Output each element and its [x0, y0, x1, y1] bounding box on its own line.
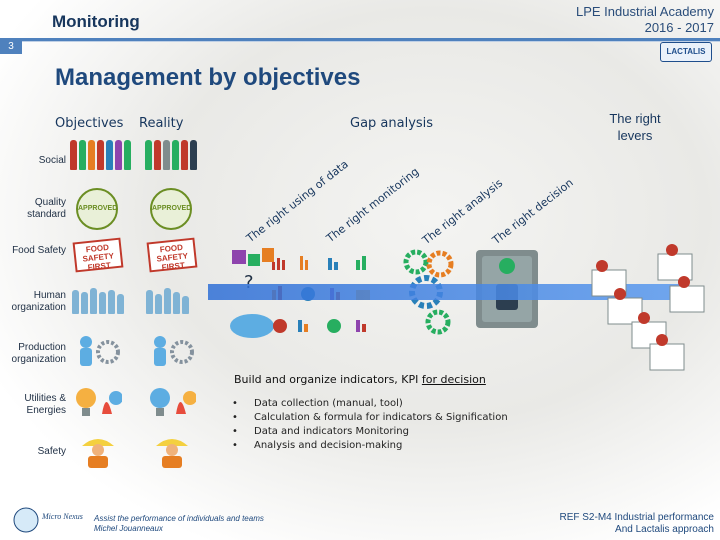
lightbulb-icon: [150, 388, 197, 416]
kpi-item: Data collection (manual, tool): [232, 397, 508, 411]
slide-number: 3: [0, 40, 22, 54]
row-label-human-org: Human organization: [11, 290, 66, 313]
kpi-item: Analysis and decision-making: [232, 439, 508, 453]
human-org-reality-image: [146, 288, 189, 314]
process-arrow: [208, 278, 698, 306]
svg-text:?: ?: [244, 272, 254, 293]
hardhat-worker-icon: [82, 439, 114, 468]
academy-header: LPE Industrial Academy 2016 - 2017: [576, 4, 714, 36]
section-title: Monitoring: [52, 12, 140, 31]
footer-credits: Assist the performance of individuals an…: [94, 514, 264, 534]
row-label-quality: Quality standard: [27, 197, 66, 220]
micro-nexus-logo-icon: Micro Nexus: [13, 507, 83, 533]
production-objectives-image: [72, 334, 122, 368]
safety-reality-image: [148, 434, 196, 468]
data-cloud-icon: ?: [230, 248, 274, 338]
reality-header: Reality: [139, 116, 184, 131]
header-rule: [0, 38, 720, 41]
human-org-objectives-image: [72, 288, 124, 314]
kpi-title-text: Build and organize indicators, KPI: [234, 373, 422, 386]
gap-analysis-header: Gap analysis: [350, 116, 434, 131]
production-reality-image: [146, 334, 196, 368]
svg-text:Micro Nexus: Micro Nexus: [41, 512, 83, 521]
right-levers-line2: levers: [617, 128, 653, 143]
food-safety-stamp-objectives: FOOD SAFETY FIRST: [72, 237, 124, 273]
kpi-item: Data and indicators Monitoring: [232, 425, 508, 439]
footer-reference: REF S2-M4 Industrial performance And Lac…: [559, 512, 714, 536]
row-label-production-org: Production organization: [11, 342, 66, 365]
social-reality-image: [145, 140, 197, 170]
safety-objectives-image: [74, 434, 122, 468]
row-label-food-safety: Food Safety: [12, 245, 66, 256]
academy-name: LPE Industrial Academy: [575, 4, 714, 19]
objectives-header: Objectives: [55, 116, 124, 131]
right-levers-header: The right levers: [590, 110, 680, 144]
header-rule-light: [0, 41, 720, 42]
right-levers-image: [588, 236, 708, 372]
row-label-safety: Safety: [37, 446, 66, 457]
worker-gear-icon: [80, 336, 120, 366]
utilities-reality-image: [146, 384, 197, 420]
social-objectives-image: [70, 140, 131, 170]
hardhat-worker-icon: [156, 439, 188, 468]
academy-years: 2016 - 2017: [644, 20, 714, 35]
page-title: Management by objectives: [55, 64, 361, 91]
footer-line2: Michel Jouanneaux: [94, 524, 163, 533]
row-label-utilities: Utilities & Energies: [24, 393, 66, 416]
worker-gear-icon: [154, 336, 194, 366]
footer-line1: Assist the performance of individuals an…: [94, 514, 264, 523]
approved-badge-objectives: APPROVED: [76, 188, 118, 230]
data-collection-image: ?: [228, 244, 276, 344]
lightbulb-icon: [76, 388, 123, 416]
kpi-list: Data collection (manual, tool) Calculati…: [232, 397, 508, 453]
footer-ref-line1: REF S2-M4 Industrial performance: [559, 512, 714, 523]
row-label-social: Social: [38, 155, 66, 166]
micro-nexus-logo: Micro Nexus: [12, 503, 90, 537]
lactalis-logo: LACTALIS: [660, 42, 712, 62]
food-safety-stamp-reality: FOOD SAFETY FIRST: [146, 237, 198, 273]
levers-icon: [591, 244, 705, 371]
right-levers-line1: The right: [609, 111, 661, 126]
kpi-item: Calculation & formula for indicators & S…: [232, 411, 508, 425]
approved-badge-reality: APPROVED: [150, 188, 192, 230]
kpi-title-underlined: for decision: [421, 373, 486, 386]
kpi-title: Build and organize indicators, KPI for d…: [234, 373, 486, 386]
footer-ref-line2: And Lactalis approach: [615, 524, 714, 535]
utilities-objectives-image: [72, 384, 123, 420]
